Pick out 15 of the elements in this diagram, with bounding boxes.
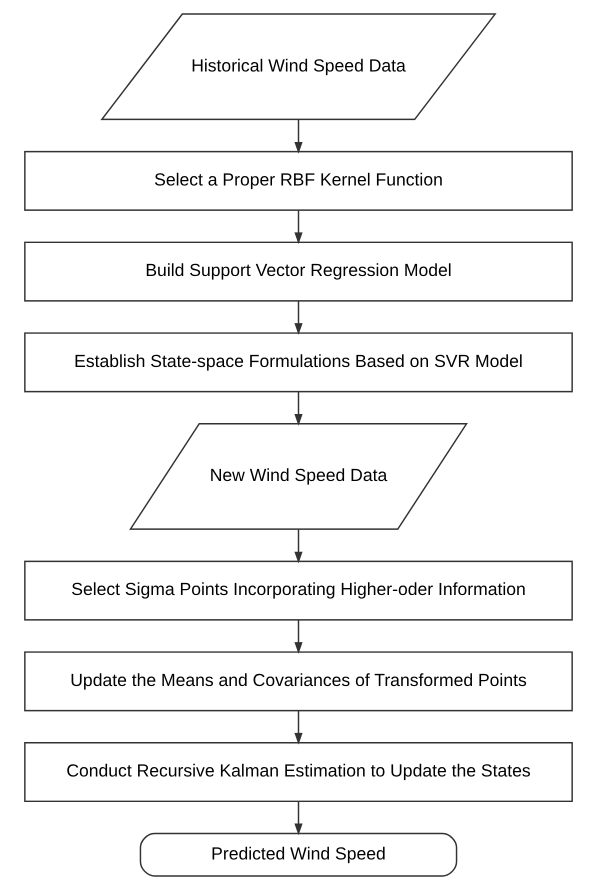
node-box: Establish State-space Formulations Based on SVR Model bbox=[24, 332, 573, 392]
arrow bbox=[294, 120, 303, 154]
arrow bbox=[294, 711, 303, 745]
arrow bbox=[294, 530, 303, 564]
node-box: Update the Means and Covariances of Transformed Points bbox=[24, 651, 573, 712]
arrow bbox=[294, 301, 303, 335]
node-box: Conduct Recursive Kalman Estimation to Update the States bbox=[24, 742, 573, 802]
node-box: Predicted Wind Speed bbox=[140, 832, 458, 877]
arrow bbox=[294, 801, 303, 836]
node-box: Select Sigma Points Incorporating Higher-oder Information bbox=[24, 560, 573, 621]
arrow bbox=[294, 620, 303, 654]
node-box: Select a Proper RBF Kernel Function bbox=[24, 150, 573, 211]
node-box: Build Support Vector Regression Model bbox=[24, 242, 573, 302]
arrow bbox=[294, 210, 303, 244]
arrow bbox=[294, 392, 303, 426]
